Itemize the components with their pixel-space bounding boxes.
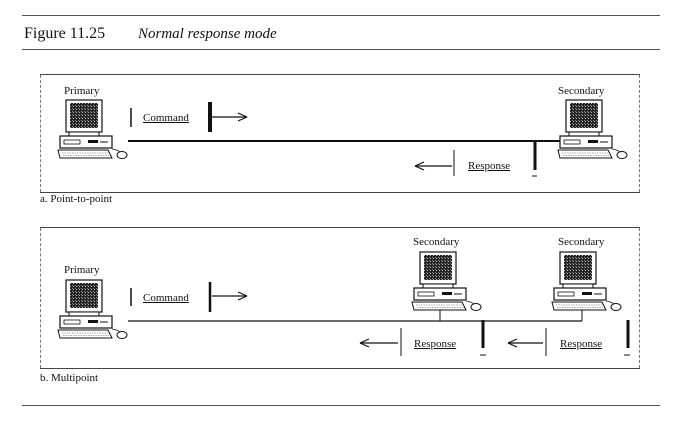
- primary-label-b: Primary: [64, 264, 100, 276]
- top-rule: [22, 15, 660, 16]
- response1-label: Response: [414, 338, 457, 350]
- caption-point-to-point: a. Point-to-point: [40, 193, 113, 205]
- command-label: Command: [143, 112, 189, 124]
- secondary-label: Secondary: [558, 85, 605, 97]
- caption-multipoint: b. Multipoint: [40, 372, 99, 384]
- bottom-rule: [22, 405, 660, 406]
- command-label-b: Command: [143, 292, 189, 304]
- title-rule: [22, 49, 660, 50]
- panel-multipoint: [40, 227, 640, 369]
- response-label: Response: [468, 160, 511, 172]
- secondary2-label: Secondary: [558, 236, 605, 248]
- figure-title: Normal response mode: [138, 26, 277, 42]
- response2-label: Response: [560, 338, 603, 350]
- secondary1-label: Secondary: [413, 236, 460, 248]
- primary-label: Primary: [64, 85, 100, 97]
- panel-point-to-point: [40, 74, 640, 193]
- figure-number: Figure 11.25: [24, 25, 106, 42]
